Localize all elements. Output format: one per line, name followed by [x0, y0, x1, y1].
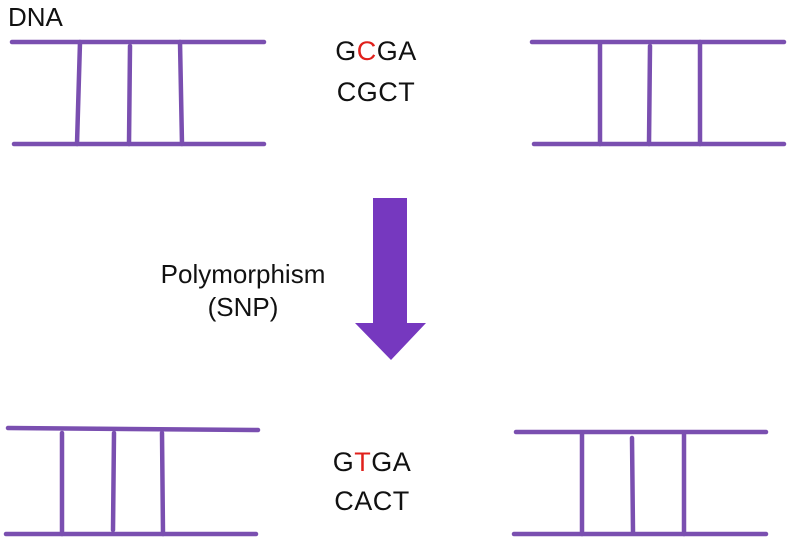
caption-line-1: Polymorphism [160, 259, 326, 289]
strand-line [5, 425, 261, 433]
dna-ladder-top-left [9, 39, 267, 147]
dna-ladder-bottom-left [3, 425, 261, 537]
base-pair-rung [629, 435, 636, 535]
original-strand-2: CGCT [336, 77, 416, 107]
base: G [335, 36, 357, 66]
base: GA [376, 36, 417, 66]
dna-label: DNA [8, 2, 63, 32]
base-pair-rung [126, 43, 133, 147]
base: GA [371, 447, 412, 477]
down-arrow [355, 198, 426, 360]
mutated-sequence: GTGA CACT [312, 449, 432, 515]
base: G [332, 447, 355, 477]
mutated-base: T [354, 447, 372, 477]
base-pair-rung [159, 430, 166, 537]
base-pair-rung [646, 43, 653, 147]
original-sequence: GCGA CGCT [316, 38, 436, 106]
caption-line-2: (SNP) [207, 292, 279, 323]
dna-ladder-top-right [529, 39, 787, 147]
dna-ladder-bottom-right [511, 429, 769, 537]
mutated-base: C [356, 36, 377, 66]
polymorphism-caption: Polymorphism (SNP) [113, 258, 373, 324]
original-strand-1: GCGA [316, 38, 436, 65]
mutated-strand-1: GTGA [312, 449, 432, 476]
base-pair-rung [110, 430, 117, 533]
base-pair-rung [74, 39, 83, 147]
base-pair-rung [177, 39, 185, 147]
mutated-strand-2: CACT [334, 486, 410, 516]
